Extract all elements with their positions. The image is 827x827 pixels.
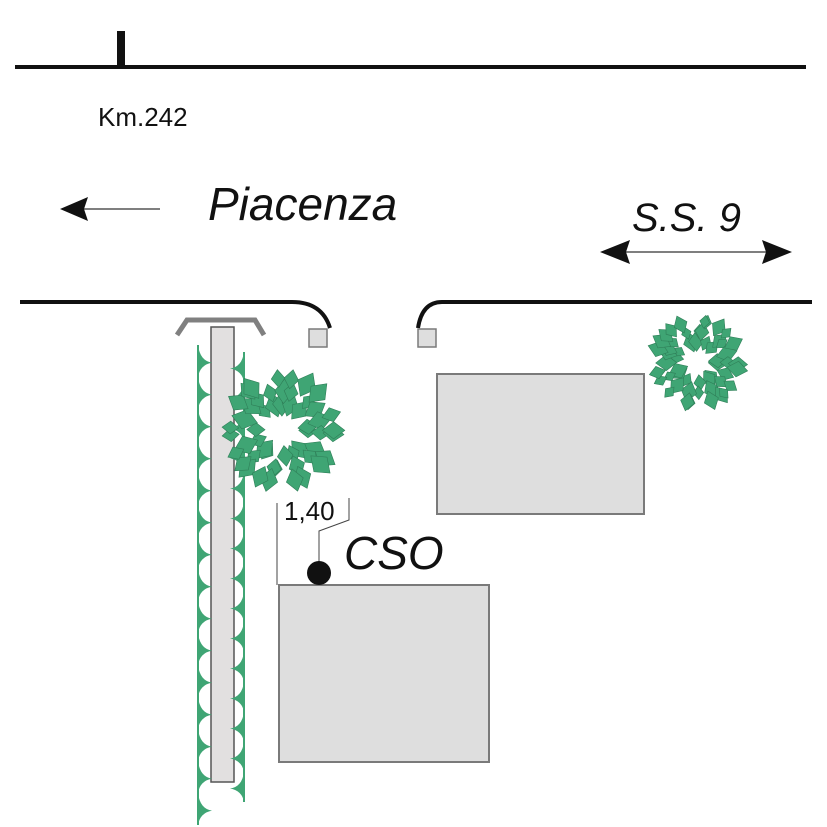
road-edge-right (416, 300, 812, 329)
hedge-leaf (230, 472, 244, 502)
hedge-leaf (230, 562, 244, 592)
hedge-leaf (230, 712, 244, 742)
tree-leaf (680, 392, 695, 412)
tree-leaf (719, 387, 729, 399)
tree-leaf (699, 314, 710, 329)
tree-leaf (276, 445, 294, 467)
hedge-leaf (230, 652, 244, 682)
road-label: S.S. 9 (632, 196, 741, 240)
tree-leaf (724, 336, 743, 351)
hedge-leaf (198, 345, 212, 377)
tree-leaf (648, 366, 666, 379)
hedge-leaf (230, 502, 244, 532)
tree-leaf (310, 455, 331, 474)
station-label: CSO (344, 527, 444, 579)
tree-leaf (228, 394, 249, 411)
tree-icon (221, 369, 346, 492)
tree-leaf (321, 421, 346, 440)
tree-leaf (720, 328, 732, 339)
km-marker (117, 31, 125, 67)
hedge-leaf (230, 682, 244, 712)
hedge-leaf (198, 601, 212, 633)
hedge-leaf (230, 352, 244, 382)
hedge-leaf (198, 729, 212, 761)
hedge-leaf (198, 761, 212, 793)
tree-leaf (263, 383, 278, 403)
hedge-leaf (198, 537, 212, 569)
tree-leaf (308, 383, 328, 403)
gate-post-left (308, 328, 328, 348)
hedge-leaf (198, 377, 212, 409)
tree-leaf (270, 369, 286, 388)
hedge-leaf (198, 633, 212, 665)
tree-leaf (716, 339, 728, 349)
tree-leaf (252, 466, 269, 488)
tree-leaf (321, 407, 342, 423)
road-edge-left (20, 300, 332, 329)
tree-leaf (234, 456, 252, 472)
distance-label: 1,40 (284, 496, 335, 526)
tree-leaf (285, 468, 304, 492)
hedge-leaf (230, 772, 244, 802)
tree-leaf (221, 420, 240, 435)
building-right (436, 373, 645, 515)
hedge-leaf (198, 793, 212, 825)
hedge-leaf (198, 441, 212, 473)
tree-leaf (665, 323, 677, 338)
hedge-leaf (230, 532, 244, 562)
hedge-leaf (198, 665, 212, 697)
tree-leaf (231, 409, 258, 430)
hedge-leaf (198, 569, 212, 601)
leader-line (318, 498, 350, 566)
hedge-leaf (198, 473, 212, 505)
building-main (278, 584, 490, 763)
km-label: Km.242 (98, 102, 188, 132)
tree-leaf (723, 380, 738, 391)
tree-leaf (703, 390, 719, 411)
tree-leaf (283, 369, 299, 390)
hedge-leaf (230, 742, 244, 772)
wall-cap (174, 317, 267, 337)
hedge-leaf (230, 622, 244, 652)
hedge-leaf (198, 697, 212, 729)
hedge-leaf (230, 592, 244, 622)
tree-icon (647, 314, 749, 412)
hedge-icon (197, 345, 212, 825)
wall-strip (210, 326, 235, 783)
gate-post-right (417, 328, 437, 348)
city-label: Piacenza (208, 178, 398, 230)
filled-circle-icon (307, 561, 331, 585)
tree-leaf (246, 422, 266, 437)
arrow-left-icon (60, 197, 160, 221)
double-arrow-icon (600, 240, 792, 264)
hedge-leaf (198, 505, 212, 537)
tree-leaf (227, 446, 245, 460)
tree-leaf (726, 360, 749, 378)
tree-leaf (243, 378, 260, 399)
tree-leaf (673, 315, 688, 334)
hedge-leaf (198, 409, 212, 441)
tree-leaf (664, 386, 675, 398)
